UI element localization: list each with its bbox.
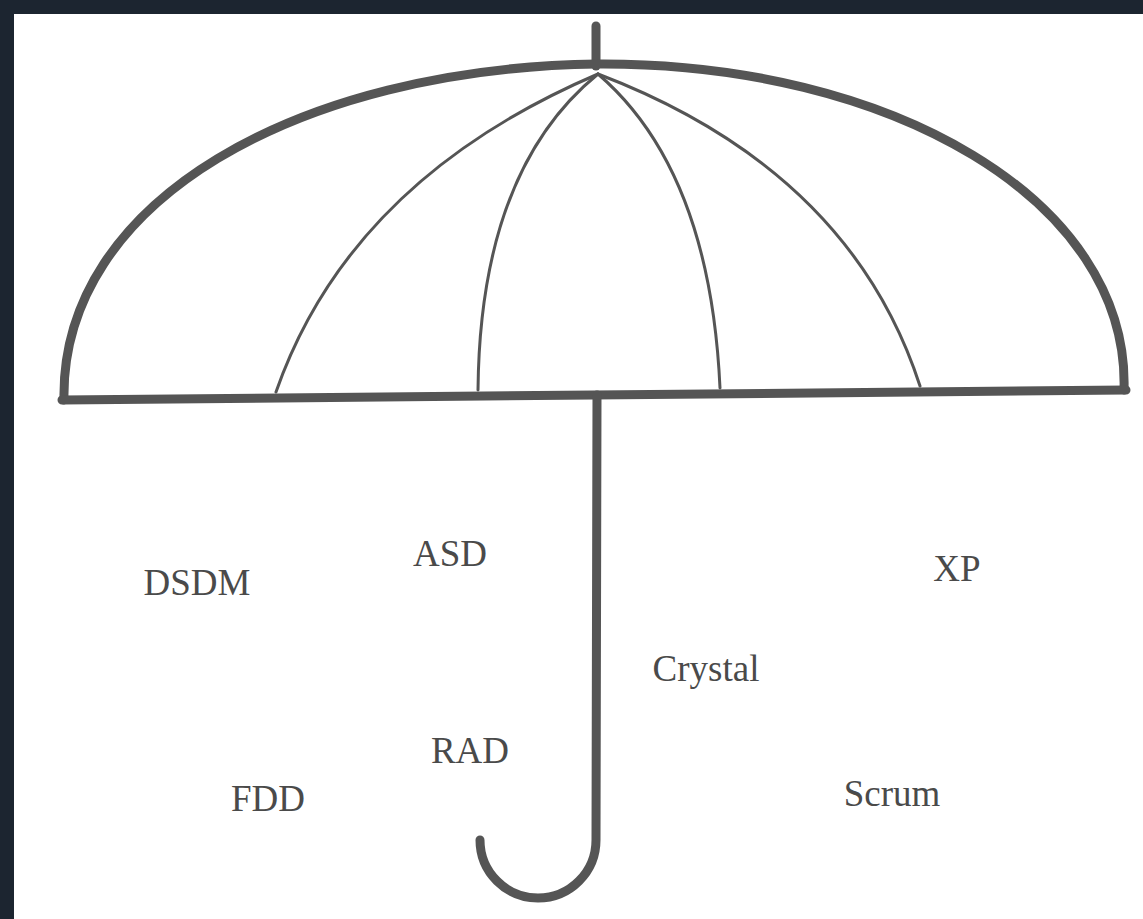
- canopy-rib: [598, 74, 920, 386]
- paper-ground: [14, 14, 1143, 919]
- canopy-rib: [598, 74, 720, 388]
- method-label: FDD: [231, 780, 305, 817]
- method-label: ASD: [413, 535, 487, 572]
- umbrella-canopy: [64, 64, 1124, 400]
- method-label: Scrum: [844, 775, 941, 812]
- method-label: XP: [933, 550, 980, 587]
- canopy-rib: [276, 74, 598, 392]
- method-label: Crystal: [653, 650, 760, 687]
- umbrella-handle: [480, 395, 597, 898]
- canopy-rib: [478, 74, 598, 390]
- method-label: RAD: [431, 732, 509, 769]
- method-label: DSDM: [144, 564, 251, 601]
